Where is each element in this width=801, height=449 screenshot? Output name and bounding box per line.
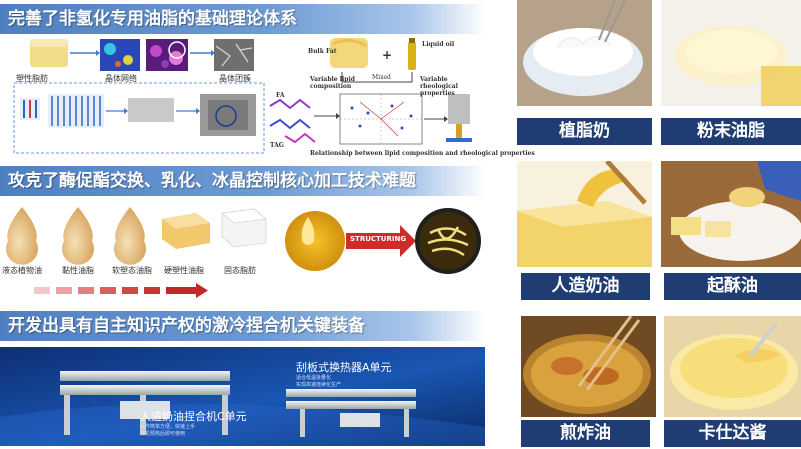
unit-c-desc-2: 开机预热后即可使用 (140, 431, 186, 437)
product-photo-powdered-oil (661, 0, 801, 106)
svg-text:+: + (382, 48, 392, 62)
fa-label: FA (276, 92, 285, 99)
structuring-label: STRUCTURING (350, 235, 407, 243)
product-label-5: 煎炸油 (521, 420, 650, 447)
unit-a-desc-2: 实现高速连续化生产 (296, 382, 342, 388)
equipment-photo: 刮板式换热器A单元 适合低温批量化 实现高速连续化生产 人造奶油捏合机C单元 操… (0, 347, 485, 446)
mixed-label: Mixed (372, 74, 391, 81)
unit-c-title: 人造奶油捏合机C单元 (140, 410, 247, 423)
unit-a-desc-1: 适合低温批量化 (296, 375, 332, 381)
bulk-fat-label: Bulk Fat (308, 48, 337, 55)
micro-label-1: 塑性脂肪 (16, 74, 48, 83)
stage-label-2: 黏性油脂 (62, 266, 94, 275)
unit-a-title: 刮板式换热器A单元 (296, 361, 392, 374)
process-diagram (5, 207, 481, 298)
product-photo-margarine (517, 161, 652, 267)
stage-label-5: 固态脂肪 (224, 266, 256, 275)
product-photo-custard (664, 316, 801, 417)
stage-label-4: 硬塑性油脂 (164, 266, 204, 275)
product-photo-non-dairy-creamer (517, 0, 652, 106)
tag-label: TAG (270, 142, 284, 149)
section-title-process: 攻克了酶促酯交换、乳化、冰晶控制核心加工技术难题 (0, 166, 485, 196)
product-label-6: 卡仕达酱 (664, 420, 801, 447)
product-photo-shortening (661, 161, 801, 267)
stage-label-1: 液态植物油 (2, 266, 42, 275)
section-title-equipment: 开发出具有自主知识产权的激冷捏合机关键装备 (0, 311, 485, 341)
product-label-3: 人造奶油 (521, 273, 650, 300)
micro-label-3: 晶体团簇 (219, 74, 251, 83)
section-title-theory: 完善了非氢化专用油脂的基础理论体系 (0, 4, 485, 34)
relationship-label: Relationship between lipid composition a… (310, 150, 535, 157)
product-photo-frying-oil (521, 316, 656, 417)
stage-label-3: 软塑态油脂 (112, 266, 152, 275)
var-rheo-label: Variable rheological properties (420, 76, 458, 97)
product-label-4: 起酥油 (664, 273, 801, 300)
theory-diagram: + (13, 38, 472, 154)
process-panel: 液态植物油 黏性油脂 软塑态油脂 硬塑性油脂 固态脂肪 STRUCTURING (0, 199, 485, 299)
unit-c-desc-1: 操作简单方便，快速上手 (140, 424, 196, 430)
product-label-2: 粉末油脂 (661, 118, 801, 145)
liquid-oil-label: Liquid oil (422, 41, 455, 48)
product-label-1: 植脂奶 (517, 118, 652, 145)
theory-panel: + 塑性脂肪 晶体网络 晶体团簇 Bulk Fat Liq (0, 36, 535, 161)
var-lipid-label: Variable lipid composition (310, 76, 355, 90)
micro-label-2: 晶体网络 (105, 74, 137, 83)
